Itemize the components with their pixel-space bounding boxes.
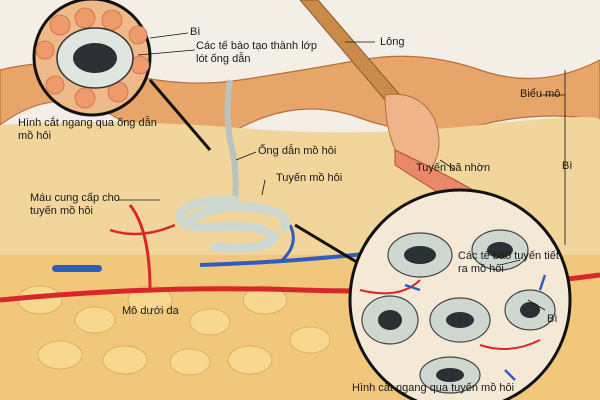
- label-tuyen-ba-nhon: Tuyến bã nhờn: [416, 162, 491, 174]
- label-tuyen-mo-hoi: Tuyến mồ hôi: [276, 172, 343, 184]
- duct-cross-section: [32, 0, 152, 117]
- sweat-duct: [224, 79, 239, 201]
- gland-cross-section: [348, 188, 572, 400]
- label-mau-cung-cap: Máu cung cấp cho tuyến mồ hôi: [30, 192, 120, 217]
- label-ong-dan: Ống dẫn mồ hôi: [258, 145, 337, 157]
- label-cells-duct: Các tế bào tạo thành lớp lót ống dẫn: [196, 40, 317, 65]
- label-bieu-mo: Biểu mô: [520, 88, 561, 100]
- fat-cells: [17, 285, 331, 376]
- duct-zoom-line: [148, 79, 212, 151]
- label-cross-gland: Hình cắt ngang qua tuyến mồ hôi: [352, 382, 515, 394]
- label-cells-gland: Các tế bào tuyến tiết ra mồ hôi: [458, 250, 559, 275]
- label-mo-duoi-da: Mô dưới da: [122, 305, 179, 317]
- label-bi-top: Bì: [190, 26, 201, 38]
- label-bi-right: Bì: [562, 160, 573, 172]
- vein-segment: [52, 265, 102, 272]
- label-bi-bottom: Bì: [547, 313, 558, 325]
- sweat-gland-coil: [175, 195, 290, 253]
- capillary: [109, 223, 176, 236]
- artery-branch: [128, 204, 152, 291]
- leader-lines: [118, 32, 566, 311]
- label-cross-duct: Hình cắt ngang qua ống dẫn mồ hôi: [18, 117, 157, 142]
- label-long: Lông: [380, 36, 405, 48]
- vein-branch: [279, 224, 295, 264]
